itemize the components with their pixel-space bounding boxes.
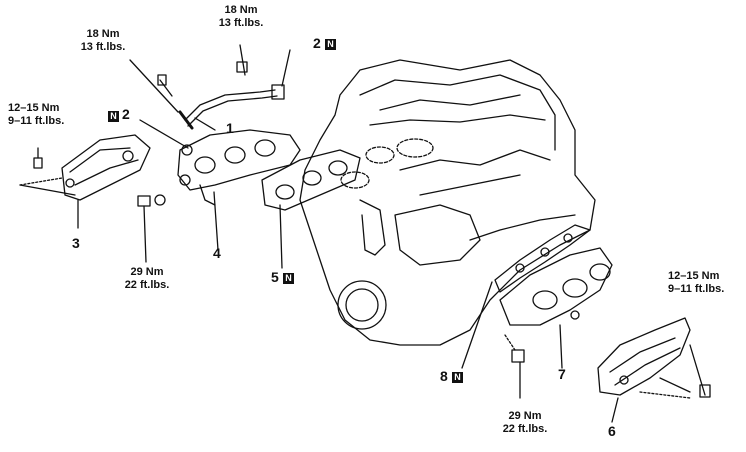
- nut-washer-left: [137, 194, 166, 263]
- torque-ftlbs: 22 ft.lbs.: [502, 423, 548, 435]
- torque-ftlbs: 22 ft.lbs.: [124, 279, 170, 291]
- torque-nm: 18 Nm: [224, 4, 258, 16]
- part-number-1: 1: [226, 120, 234, 136]
- new-part-marker: N: [325, 39, 336, 50]
- gasket-right: [461, 224, 591, 369]
- part-number-2-left: 2: [122, 106, 130, 122]
- part-number-8: 8: [440, 368, 448, 384]
- torque-nm: 12–15 Nm: [668, 270, 720, 282]
- gasket-left: [261, 149, 361, 269]
- part-number-3: 3: [72, 235, 80, 251]
- torque-ftlbs: 9–11 ft.lbs.: [8, 115, 65, 127]
- torque-ftlbs: 13 ft.lbs.: [218, 17, 264, 29]
- part-number-2-top: 2: [313, 35, 321, 51]
- torque-label-top-left: 18 Nm 13 ft.lbs.: [68, 28, 138, 54]
- torque-nm: 12–15 Nm: [8, 102, 60, 114]
- torque-label-right: 12–15 Nm 9–11 ft.lbs.: [668, 270, 724, 296]
- engine-block: [299, 59, 596, 346]
- new-part-marker: N: [452, 372, 463, 383]
- torque-label-top-center: 18 Nm 13 ft.lbs.: [206, 4, 276, 30]
- heat-shield-right: [597, 317, 711, 423]
- exhaust-manifold-right: [499, 247, 613, 369]
- egr-pipe: [129, 44, 291, 149]
- part-number-7: 7: [558, 366, 566, 382]
- new-part-marker: N: [283, 273, 294, 284]
- part-number-4: 4: [213, 245, 221, 261]
- torque-label-bottom-left: 29 Nm 22 ft.lbs.: [112, 266, 182, 292]
- heat-shield-left: [19, 134, 151, 229]
- torque-label-bottom-right: 29 Nm 22 ft.lbs.: [490, 410, 560, 436]
- new-part-marker: N: [108, 111, 119, 122]
- exhaust-manifold-left: [177, 129, 301, 251]
- torque-ftlbs: 13 ft.lbs.: [80, 41, 126, 53]
- part-number-6: 6: [608, 423, 616, 439]
- torque-nm: 18 Nm: [86, 28, 120, 40]
- part-number-5: 5: [271, 269, 279, 285]
- torque-ftlbs: 9–11 ft.lbs.: [668, 283, 725, 295]
- torque-label-left: 12–15 Nm 9–11 ft.lbs.: [8, 102, 64, 128]
- torque-nm: 29 Nm: [130, 266, 164, 278]
- torque-nm: 29 Nm: [508, 410, 542, 422]
- nut-right: [504, 334, 525, 399]
